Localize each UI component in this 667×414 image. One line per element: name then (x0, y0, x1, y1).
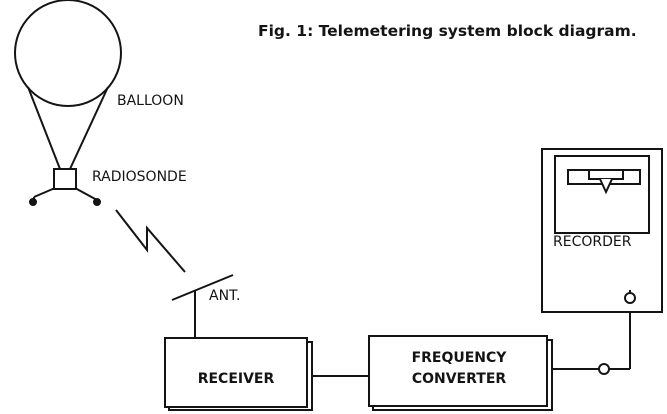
recorder-block: RECORDER (542, 149, 662, 312)
balloon (15, 0, 121, 169)
receiver-block: RECEIVER (165, 338, 312, 410)
converter-to-recorder-wire (552, 303, 630, 374)
balloon-envelope (15, 0, 121, 106)
radiosonde-label: RADIOSONDE (92, 169, 187, 185)
receiver-label: RECEIVER (198, 371, 275, 387)
frequency-converter-block: FREQUENCY CONVERTER (369, 336, 552, 410)
converter-output-terminal (599, 364, 609, 374)
antenna-label: ANT. (209, 288, 240, 304)
frequency-converter-label-line1: FREQUENCY (412, 350, 508, 366)
radio-link-lightning (116, 210, 185, 272)
radiosonde-leg-right (75, 188, 97, 200)
figure-caption: Fig. 1: Telemetering system block diagra… (258, 22, 637, 40)
radiosonde-foot-left (30, 199, 36, 205)
frequency-converter-label-line2: CONVERTER (412, 371, 507, 387)
antenna (172, 275, 233, 338)
recorder-pen-carriage (589, 170, 623, 179)
radiosonde-foot-right (94, 199, 100, 205)
recorder-label: RECORDER (553, 234, 632, 250)
balloon-suspension-line-right (70, 87, 108, 169)
radiosonde-leg-left (34, 188, 55, 197)
recorder-window (555, 156, 649, 233)
radiosonde-box (54, 169, 76, 189)
radiosonde (30, 169, 100, 205)
recorder-input-terminal (625, 293, 635, 303)
balloon-label: BALLOON (117, 93, 184, 109)
